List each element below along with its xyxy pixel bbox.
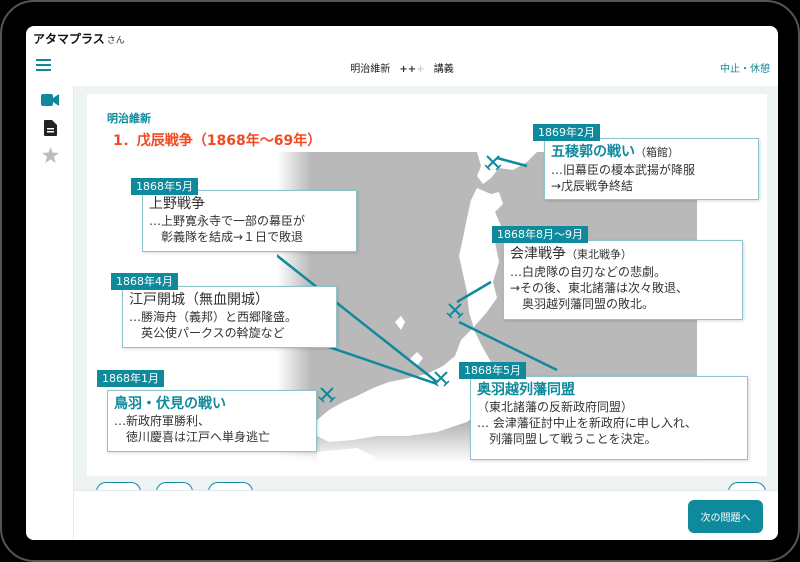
event-line: →戊辰戦争終結 bbox=[551, 179, 634, 193]
event-line: …旧幕臣の榎本武揚が降服 bbox=[551, 163, 696, 177]
level-plus-on: ++ bbox=[399, 64, 417, 75]
user-name: アタマプラス bbox=[33, 32, 105, 46]
battle-sword-icon bbox=[318, 155, 502, 403]
video-camera-icon[interactable] bbox=[40, 91, 60, 109]
event-title-note: （東北戦争） bbox=[566, 248, 632, 261]
event-line: 奥羽越列藩同盟の敗北。 bbox=[522, 297, 655, 311]
star-icon[interactable] bbox=[40, 146, 60, 164]
event-card-ouetsu: 奥羽越列藩同盟 （東北諸藩の反新政府同盟） … 会津藩征討中止を新政府に申し入れ… bbox=[470, 376, 748, 460]
user-suffix: さん bbox=[106, 36, 125, 46]
event-title: 上野戦争 bbox=[149, 196, 205, 212]
event-card-goryokaku: 五稜郭の戦い（箱館） …旧幕臣の榎本武揚が降服 →戊辰戦争終結 bbox=[544, 138, 759, 200]
event-card-toba-fushimi: 鳥羽・伏見の戦い …新政府軍勝利、 徳川慶喜は江戸へ単身逃亡 bbox=[107, 390, 317, 452]
event-date-toba-fushimi: 1868年1月 bbox=[97, 370, 164, 387]
event-line: … 会津藩征討中止を新政府に申し入れ、 bbox=[477, 416, 697, 430]
pause-link[interactable]: 中止・休憩 bbox=[720, 64, 770, 75]
document-icon[interactable] bbox=[40, 119, 60, 137]
user-greeting: アタマプラス さん bbox=[33, 30, 125, 50]
bottom-bar: 次の問題へ bbox=[74, 490, 778, 540]
event-line: 徳川慶喜は江戸へ単身逃亡 bbox=[126, 430, 271, 444]
nav-bar: 明治維新 +++ 講義 中止・休憩 bbox=[26, 50, 778, 86]
event-line: 英公使パークスの斡旋など bbox=[141, 326, 285, 340]
lesson-content: 明治維新 1．戊辰戦争（1868年〜69年） bbox=[74, 86, 778, 492]
event-date-ouetsu: 1868年5月 bbox=[459, 362, 526, 379]
event-line: 列藩同盟して戦うことを決定。 bbox=[489, 432, 657, 446]
level-plus-off: + bbox=[416, 64, 425, 75]
event-line: …新政府軍勝利、 bbox=[114, 414, 211, 428]
event-title-note: （箱館） bbox=[635, 146, 679, 159]
event-line: …上野寛永寺で一部の幕臣が bbox=[149, 214, 306, 228]
app-screen: アタマプラス さん 明治維新 +++ 講義 中止・休憩 bbox=[26, 26, 778, 540]
lesson-type: 講義 bbox=[433, 64, 454, 75]
event-date-edo: 1868年4月 bbox=[111, 273, 178, 290]
hamburger-menu-icon[interactable] bbox=[36, 59, 51, 73]
lecture-slide: 明治維新 1．戊辰戦争（1868年〜69年） bbox=[87, 94, 767, 476]
unit-name: 明治維新 bbox=[350, 64, 391, 75]
event-line: →その後、東北諸藩は次々敗退、 bbox=[510, 281, 689, 295]
event-card-ueno: 上野戦争 …上野寛永寺で一部の幕臣が 彰義隊を結成→１日で敗退 bbox=[142, 190, 357, 252]
slide-title: 1．戊辰戦争（1868年〜69年） bbox=[113, 133, 322, 149]
event-line: …勝海舟（義邦）と西郷隆盛。 bbox=[129, 310, 298, 324]
next-question-button[interactable]: 次の問題へ bbox=[688, 500, 763, 533]
event-date-goryokaku: 1869年2月 bbox=[533, 124, 600, 141]
event-title: 奥羽越列藩同盟 bbox=[477, 382, 575, 398]
sidebar bbox=[26, 86, 74, 540]
lesson-title: 明治維新 +++ 講義 bbox=[26, 60, 778, 75]
event-title: 鳥羽・伏見の戦い bbox=[114, 396, 226, 412]
event-title: 江戸開城（無血開城） bbox=[129, 292, 269, 308]
event-title: 五稜郭の戦い bbox=[551, 144, 635, 160]
event-card-aizu: 会津戦争（東北戦争） …白虎隊の自刃などの悲劇。 →その後、東北諸藩は次々敗退、… bbox=[503, 240, 743, 320]
slide-subtitle: 明治維新 bbox=[107, 112, 151, 125]
event-line: …白虎隊の自刃などの悲劇。 bbox=[510, 265, 667, 279]
event-title: 会津戦争 bbox=[510, 246, 566, 262]
event-date-ueno: 1868年5月 bbox=[131, 178, 198, 195]
event-line: （東北諸藩の反新政府同盟） bbox=[477, 400, 634, 414]
event-date-aizu: 1868年8月〜9月 bbox=[492, 226, 588, 243]
event-line: 彰義隊を結成→１日で敗退 bbox=[161, 230, 304, 244]
event-card-edo: 江戸開城（無血開城） …勝海舟（義邦）と西郷隆盛。 英公使パークスの斡旋など bbox=[122, 286, 337, 348]
